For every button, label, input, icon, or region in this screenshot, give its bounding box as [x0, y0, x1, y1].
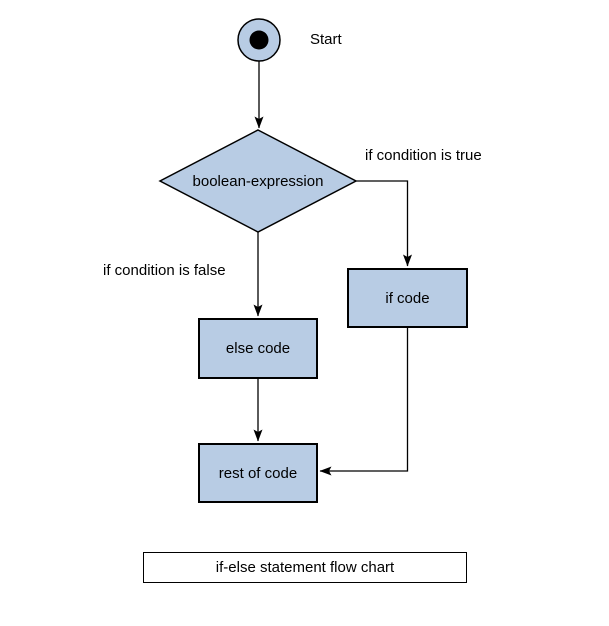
edge-decision-to-ifcode	[356, 180, 412, 267]
start-node-label: Start	[310, 31, 342, 48]
decision-node-label: boolean-expression	[192, 172, 324, 190]
false-branch-label: if condition is false	[103, 262, 226, 279]
diagram-title-box: if-else statement flow chart	[143, 552, 467, 583]
start-node-dot-icon	[249, 30, 269, 50]
rest-of-code-node: rest of code	[198, 443, 318, 503]
if-code-node: if code	[347, 268, 468, 328]
edge-ifcode-to-restofcode	[319, 328, 409, 476]
else-code-node: else code	[198, 318, 318, 379]
true-branch-label: if condition is true	[365, 147, 482, 164]
connector-group	[253, 61, 412, 476]
